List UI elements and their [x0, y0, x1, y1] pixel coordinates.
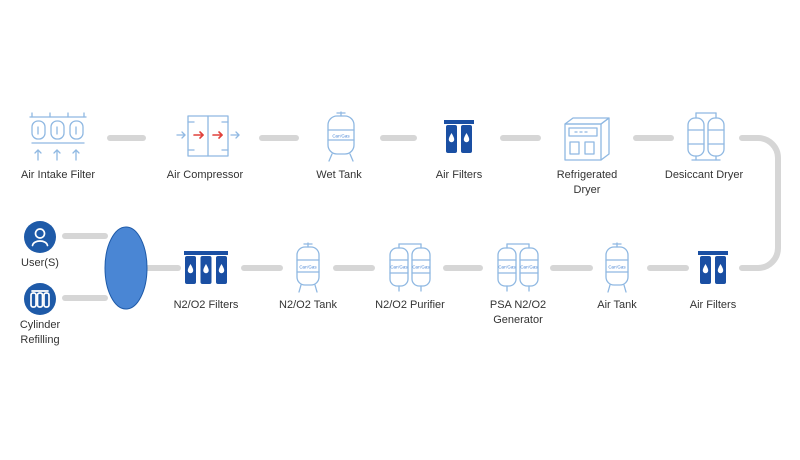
- n2o2-tank-icon: Can'Gas: [296, 242, 320, 293]
- label-users: User(S): [21, 257, 59, 269]
- n2o2-filters-icon: [184, 251, 228, 284]
- label-n2o2-purifier: N2/O2 Purifier: [375, 299, 445, 311]
- air-filters-icon: [444, 120, 474, 153]
- brand-tag-wet-tank: Can'Gas: [332, 134, 350, 139]
- air-compressor-icon: [176, 115, 240, 157]
- brand-tag-n2o2-tank: Can'Gas: [299, 265, 317, 270]
- pipe-return-loop: [739, 135, 781, 271]
- label-cylinder-refilling: Cylinder Refilling: [20, 318, 60, 348]
- label-n2o2-filters: N2/O2 Filters: [173, 299, 239, 311]
- label-psa-generator: PSA N2/O2 Generator: [490, 298, 546, 328]
- label-cylinder-refilling-line2: Refilling: [20, 334, 60, 346]
- label-refrigerated-dryer-line2: Dryer: [573, 184, 601, 196]
- label-air-filters-bottom: Air Filters: [689, 299, 737, 311]
- air-intake-filter-icon: [29, 112, 87, 161]
- label-desiccant-dryer: Desiccant Dryer: [664, 169, 744, 181]
- label-psa-generator-line2: Generator: [493, 314, 543, 326]
- distribution-vessel-icon: [104, 226, 148, 310]
- brand-tag-psa-left: Can'Gas: [498, 265, 516, 270]
- air-filters-icon: [698, 251, 728, 284]
- psa-generator-icon: Can'Gas Can'Gas: [497, 243, 539, 292]
- brand-tag-air-tank: Can'Gas: [608, 265, 626, 270]
- label-n2o2-tank: N2/O2 Tank: [279, 299, 337, 311]
- label-air-filters-top: Air Filters: [435, 169, 483, 181]
- label-wet-tank: Wet Tank: [316, 169, 362, 181]
- brand-tag-purifier-right: Can'Gas: [412, 265, 430, 270]
- cylinder-icon: [24, 283, 56, 315]
- label-cylinder-refilling-line1: Cylinder: [19, 319, 61, 331]
- brand-tag-purifier-left: Can'Gas: [390, 265, 408, 270]
- user-icon: [24, 221, 56, 253]
- label-psa-generator-line1: PSA N2/O2: [489, 299, 547, 311]
- flow-arrows-red: [193, 131, 223, 139]
- refrigerated-dryer-icon: [564, 117, 610, 161]
- air-tank-icon: Can'Gas: [605, 242, 629, 293]
- label-refrigerated-dryer-line1: Refrigerated: [556, 169, 618, 181]
- label-refrigerated-dryer: Refrigerated Dryer: [557, 168, 618, 198]
- label-air-intake-filter: Air Intake Filter: [21, 169, 95, 181]
- purifier-icon: Can'Gas Can'Gas: [389, 243, 431, 292]
- desiccant-dryer-icon: [687, 112, 725, 161]
- label-air-tank: Air Tank: [597, 299, 637, 311]
- brand-tag-psa-right: Can'Gas: [520, 265, 538, 270]
- wet-tank-icon: Can'Gas: [327, 111, 355, 162]
- label-air-compressor: Air Compressor: [166, 169, 244, 181]
